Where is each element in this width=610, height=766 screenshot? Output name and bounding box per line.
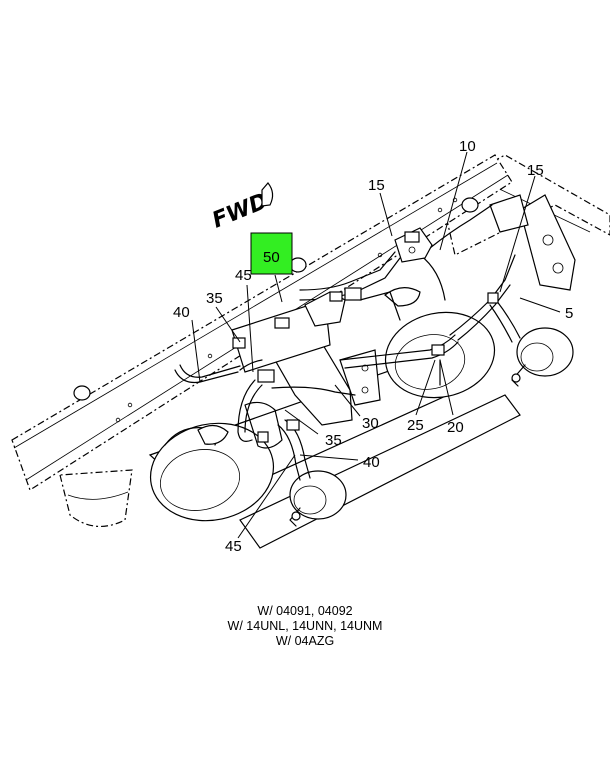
brake-chamber-rear [289,470,347,527]
callout-35-bottom[interactable]: 35 [325,432,342,449]
highlight-box-50[interactable] [250,232,293,275]
relay-valve-front [394,227,433,263]
note-line-1: W/ 04091, 04092 [257,604,353,618]
cross-member-bracket [231,299,381,426]
callout-20[interactable]: 20 [447,419,464,436]
callout-40-bottom[interactable]: 40 [363,454,380,471]
note-line-3: W/ 04AZG [275,634,335,648]
air-spring [59,469,133,527]
callout-15-left[interactable]: 15 [368,177,385,194]
callout-40-top[interactable]: 40 [173,304,190,321]
applicability-notes: W/ 04091, 04092 W/ 14UNL, 14UNN, 14UNM W… [0,604,610,649]
callout-25[interactable]: 25 [407,417,424,434]
callout-35-top[interactable]: 35 [206,290,223,307]
callout-45-top[interactable]: 45 [235,267,252,284]
callout-10[interactable]: 10 [459,138,476,155]
note-line-2: W/ 14UNL, 14UNN, 14UNM [227,619,383,633]
callout-15-right[interactable]: 15 [527,162,544,179]
callout-50[interactable]: 50 [263,249,280,266]
callout-30[interactable]: 30 [362,415,379,432]
leader-lines [191,151,561,539]
fwd-direction-label: FWD [209,182,274,234]
valve-assembly-center [274,287,362,329]
rear-differential [149,401,283,522]
callout-45-bottom[interactable]: 45 [225,538,242,555]
callout-5[interactable]: 5 [565,305,573,322]
spring-hanger-bracket [489,194,576,291]
fwd-arrow-icon [261,182,274,207]
brake-chamber-front [511,327,574,387]
frame-stops [73,197,479,401]
callout-labels: 10 15 15 5 50 45 35 40 30 35 25 20 40 45 [173,138,573,555]
tee-fittings [232,292,499,443]
